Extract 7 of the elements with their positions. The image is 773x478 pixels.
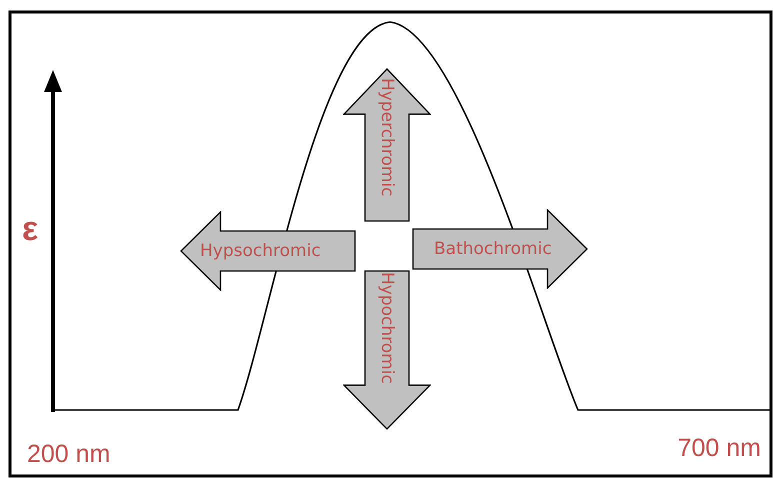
arrow-label: Hypsochromic: [200, 241, 321, 261]
axis-value: 700 nm: [678, 434, 761, 463]
axis-value: 200 nm: [27, 440, 110, 469]
arrow-label: Hypochromic: [377, 272, 397, 384]
axis-symbol: ε: [22, 210, 38, 249]
arrow-label: Bathochromic: [434, 239, 552, 259]
arrow-label: Hyperchromic: [377, 78, 397, 196]
